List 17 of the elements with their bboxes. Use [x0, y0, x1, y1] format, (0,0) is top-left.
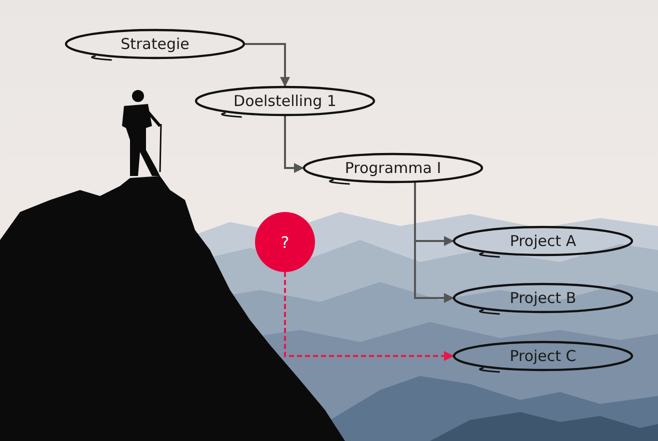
node-label: Programma I [344, 159, 442, 177]
arrow [245, 43, 290, 87]
question-circle [255, 212, 315, 272]
arrow [284, 116, 304, 173]
node-label: Strategie [120, 35, 190, 53]
node-label: Project B [510, 289, 576, 307]
oval-node [303, 153, 483, 183]
oval-node [195, 86, 375, 116]
oval-node [453, 341, 633, 371]
node-label: Project A [510, 232, 576, 250]
question-mark: ? [280, 232, 290, 252]
arrow [284, 272, 454, 361]
oval-node [453, 283, 633, 313]
node-label: Project C [510, 347, 576, 365]
oval-node [453, 226, 633, 256]
oval-node [65, 29, 245, 59]
node-label: Doelstelling 1 [234, 92, 336, 110]
